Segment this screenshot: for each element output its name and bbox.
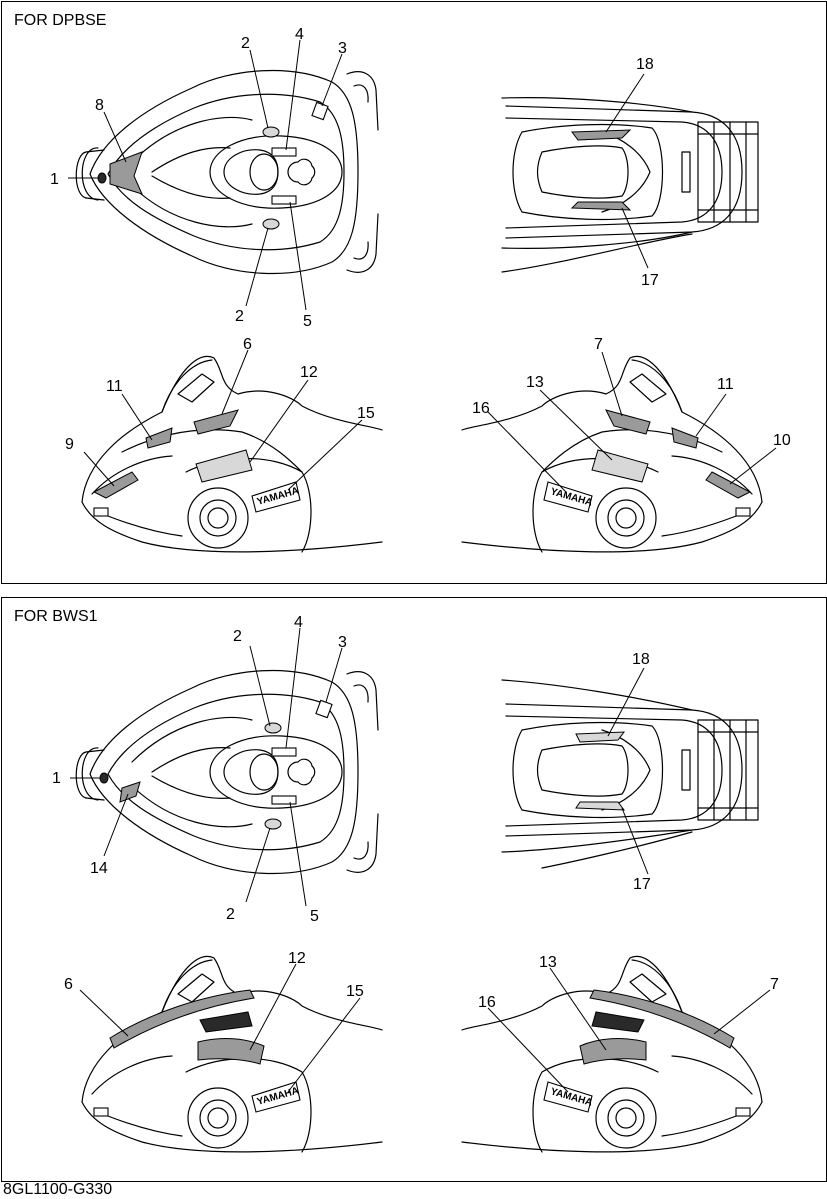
callout-14: 14 xyxy=(90,860,108,877)
panel-title: FOR DPBSE xyxy=(14,12,107,29)
callout-7: 7 xyxy=(594,336,603,353)
callout-12: 12 xyxy=(288,950,306,967)
callout-2-lower: 2 xyxy=(235,308,244,325)
callout-18: 18 xyxy=(632,651,650,668)
leader-lines xyxy=(68,39,777,493)
callout-1: 1 xyxy=(50,171,59,188)
panel-drawing: YAMAHA YAMAHA xyxy=(50,26,791,553)
left-side-view-drawing: YAMAHA xyxy=(81,955,383,1153)
callout-11-right: 11 xyxy=(717,376,734,393)
callout-1: 1 xyxy=(52,770,61,787)
top-view-drawing xyxy=(75,669,379,875)
callout-16: 16 xyxy=(478,994,496,1011)
panel-title: FOR BWS1 xyxy=(14,608,98,625)
rear-view-drawing xyxy=(501,97,759,273)
callout-3: 3 xyxy=(338,40,347,57)
callout-15: 15 xyxy=(346,983,364,1000)
callout-15: 15 xyxy=(357,405,375,422)
diagram-panel-bws1: FOR BWS1 xyxy=(1,597,827,1182)
callout-13: 13 xyxy=(539,954,557,971)
callout-17: 17 xyxy=(633,876,651,893)
callout-7: 7 xyxy=(770,976,779,993)
callout-17: 17 xyxy=(641,272,659,289)
callout-5: 5 xyxy=(310,908,319,925)
callout-8: 8 xyxy=(95,97,104,114)
callout-5: 5 xyxy=(303,313,312,330)
callout-18: 18 xyxy=(636,56,654,73)
callout-6: 6 xyxy=(243,336,252,353)
callout-9: 9 xyxy=(65,436,74,453)
right-side-view-drawing: YAMAHA xyxy=(461,955,763,1153)
rear-view-drawing xyxy=(501,679,759,869)
callout-labels: 1 2 4 3 8 2 5 18 17 6 11 12 15 9 7 13 11… xyxy=(50,26,791,453)
callout-4: 4 xyxy=(295,26,304,43)
callout-labels: 2 4 3 1 14 2 5 18 17 12 6 15 13 7 16 xyxy=(52,614,779,1011)
callout-2-lower: 2 xyxy=(226,906,235,923)
left-side-view-drawing: YAMAHA xyxy=(81,355,383,553)
callout-3: 3 xyxy=(338,634,347,651)
top-view-drawing xyxy=(75,69,379,275)
callout-2: 2 xyxy=(233,628,242,645)
callout-2: 2 xyxy=(241,35,250,52)
figure-code: 8GL1100-G330 xyxy=(3,1181,113,1198)
callout-16: 16 xyxy=(472,400,490,417)
callout-4: 4 xyxy=(294,614,303,631)
callout-6: 6 xyxy=(64,976,73,993)
callout-12: 12 xyxy=(300,364,318,381)
leader-lines xyxy=(70,627,771,1093)
callout-11: 11 xyxy=(106,378,123,395)
diagram-panel-dpbse: FOR DPBSE xyxy=(1,1,827,584)
panel-drawing: YAMAHA YAMAHA xyxy=(52,614,779,1153)
right-side-view-drawing: YAMAHA xyxy=(461,355,763,553)
callout-10: 10 xyxy=(773,432,791,449)
callout-13: 13 xyxy=(526,374,544,391)
